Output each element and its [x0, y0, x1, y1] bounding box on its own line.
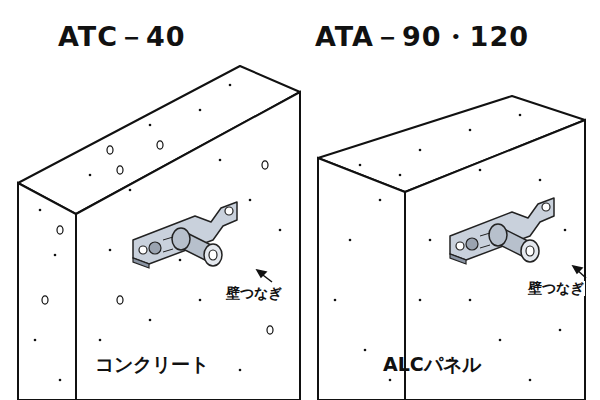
texture-dot	[89, 174, 92, 177]
texture-dot	[107, 146, 113, 154]
texture-dot	[54, 254, 57, 257]
texture-dot	[39, 209, 42, 212]
texture-dot	[179, 259, 182, 262]
texture-dot	[262, 161, 268, 169]
texture-dot	[42, 296, 48, 304]
texture-dot	[389, 379, 392, 382]
texture-dot	[219, 159, 222, 162]
texture-dot	[239, 369, 242, 372]
texture-dot	[359, 164, 362, 167]
texture-dot	[117, 296, 123, 304]
texture-dot	[199, 109, 202, 112]
texture-dot	[529, 379, 532, 382]
texture-dot	[149, 319, 152, 322]
texture-dot	[99, 339, 102, 342]
texture-dot	[499, 339, 502, 342]
alc-panel-block	[318, 96, 585, 400]
concrete-block	[18, 66, 300, 400]
texture-dot	[117, 166, 123, 174]
texture-dot	[279, 229, 282, 232]
texture-dot	[469, 129, 472, 132]
material-label: ALCパネル	[383, 354, 481, 375]
part-name: 壁つなぎ	[225, 286, 283, 301]
texture-dot	[379, 199, 382, 202]
texture-dot	[364, 349, 367, 352]
texture-dot	[249, 199, 252, 202]
texture-dot	[419, 299, 422, 302]
texture-dot	[334, 299, 337, 302]
texture-dot	[229, 84, 232, 87]
model-title: ATC－40	[58, 22, 186, 52]
texture-dot	[419, 149, 422, 152]
texture-dot	[429, 239, 432, 242]
texture-dot	[267, 326, 273, 334]
material-label: コンクリート	[95, 354, 209, 375]
texture-dot	[157, 141, 163, 149]
part-name: 壁つなぎ	[527, 281, 585, 296]
texture-dot	[199, 299, 202, 302]
texture-dot	[564, 229, 567, 232]
texture-dot	[559, 329, 562, 332]
texture-dot	[469, 299, 472, 302]
texture-dot	[399, 174, 402, 177]
texture-dot	[109, 249, 112, 252]
texture-dot	[349, 239, 352, 242]
texture-dot	[129, 189, 132, 192]
texture-dot	[149, 124, 152, 127]
texture-dot	[519, 114, 522, 117]
texture-dot	[34, 339, 37, 342]
model-title: ATA－90・120	[315, 22, 529, 52]
leader-arrow	[257, 266, 586, 282]
texture-dot	[539, 179, 542, 182]
texture-dot	[479, 169, 482, 172]
texture-dot	[59, 379, 62, 382]
texture-dot	[57, 226, 63, 234]
